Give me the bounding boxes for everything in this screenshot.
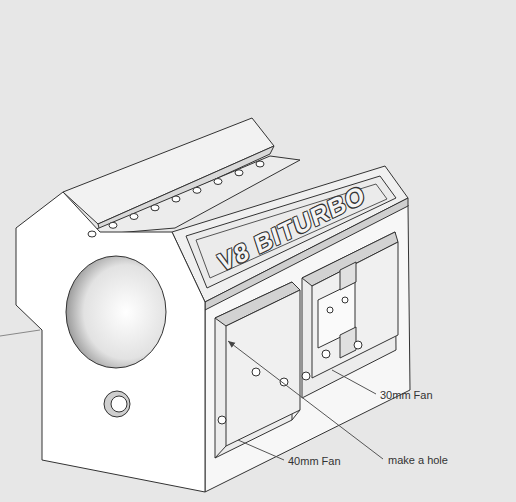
- bolt-head: [256, 161, 264, 167]
- callout-label: 40mm Fan: [288, 455, 341, 467]
- bolt-head: [172, 196, 180, 202]
- callout-label: make a hole: [388, 454, 448, 466]
- bolt-head: [109, 222, 117, 228]
- bolt-head: [193, 187, 201, 193]
- callout-label: 30mm Fan: [380, 389, 433, 401]
- bolt-head: [130, 214, 138, 220]
- bolt-head: [214, 179, 222, 185]
- bolt-head: [151, 205, 159, 211]
- bolt-head: [235, 170, 243, 176]
- bolt-head: [88, 231, 96, 237]
